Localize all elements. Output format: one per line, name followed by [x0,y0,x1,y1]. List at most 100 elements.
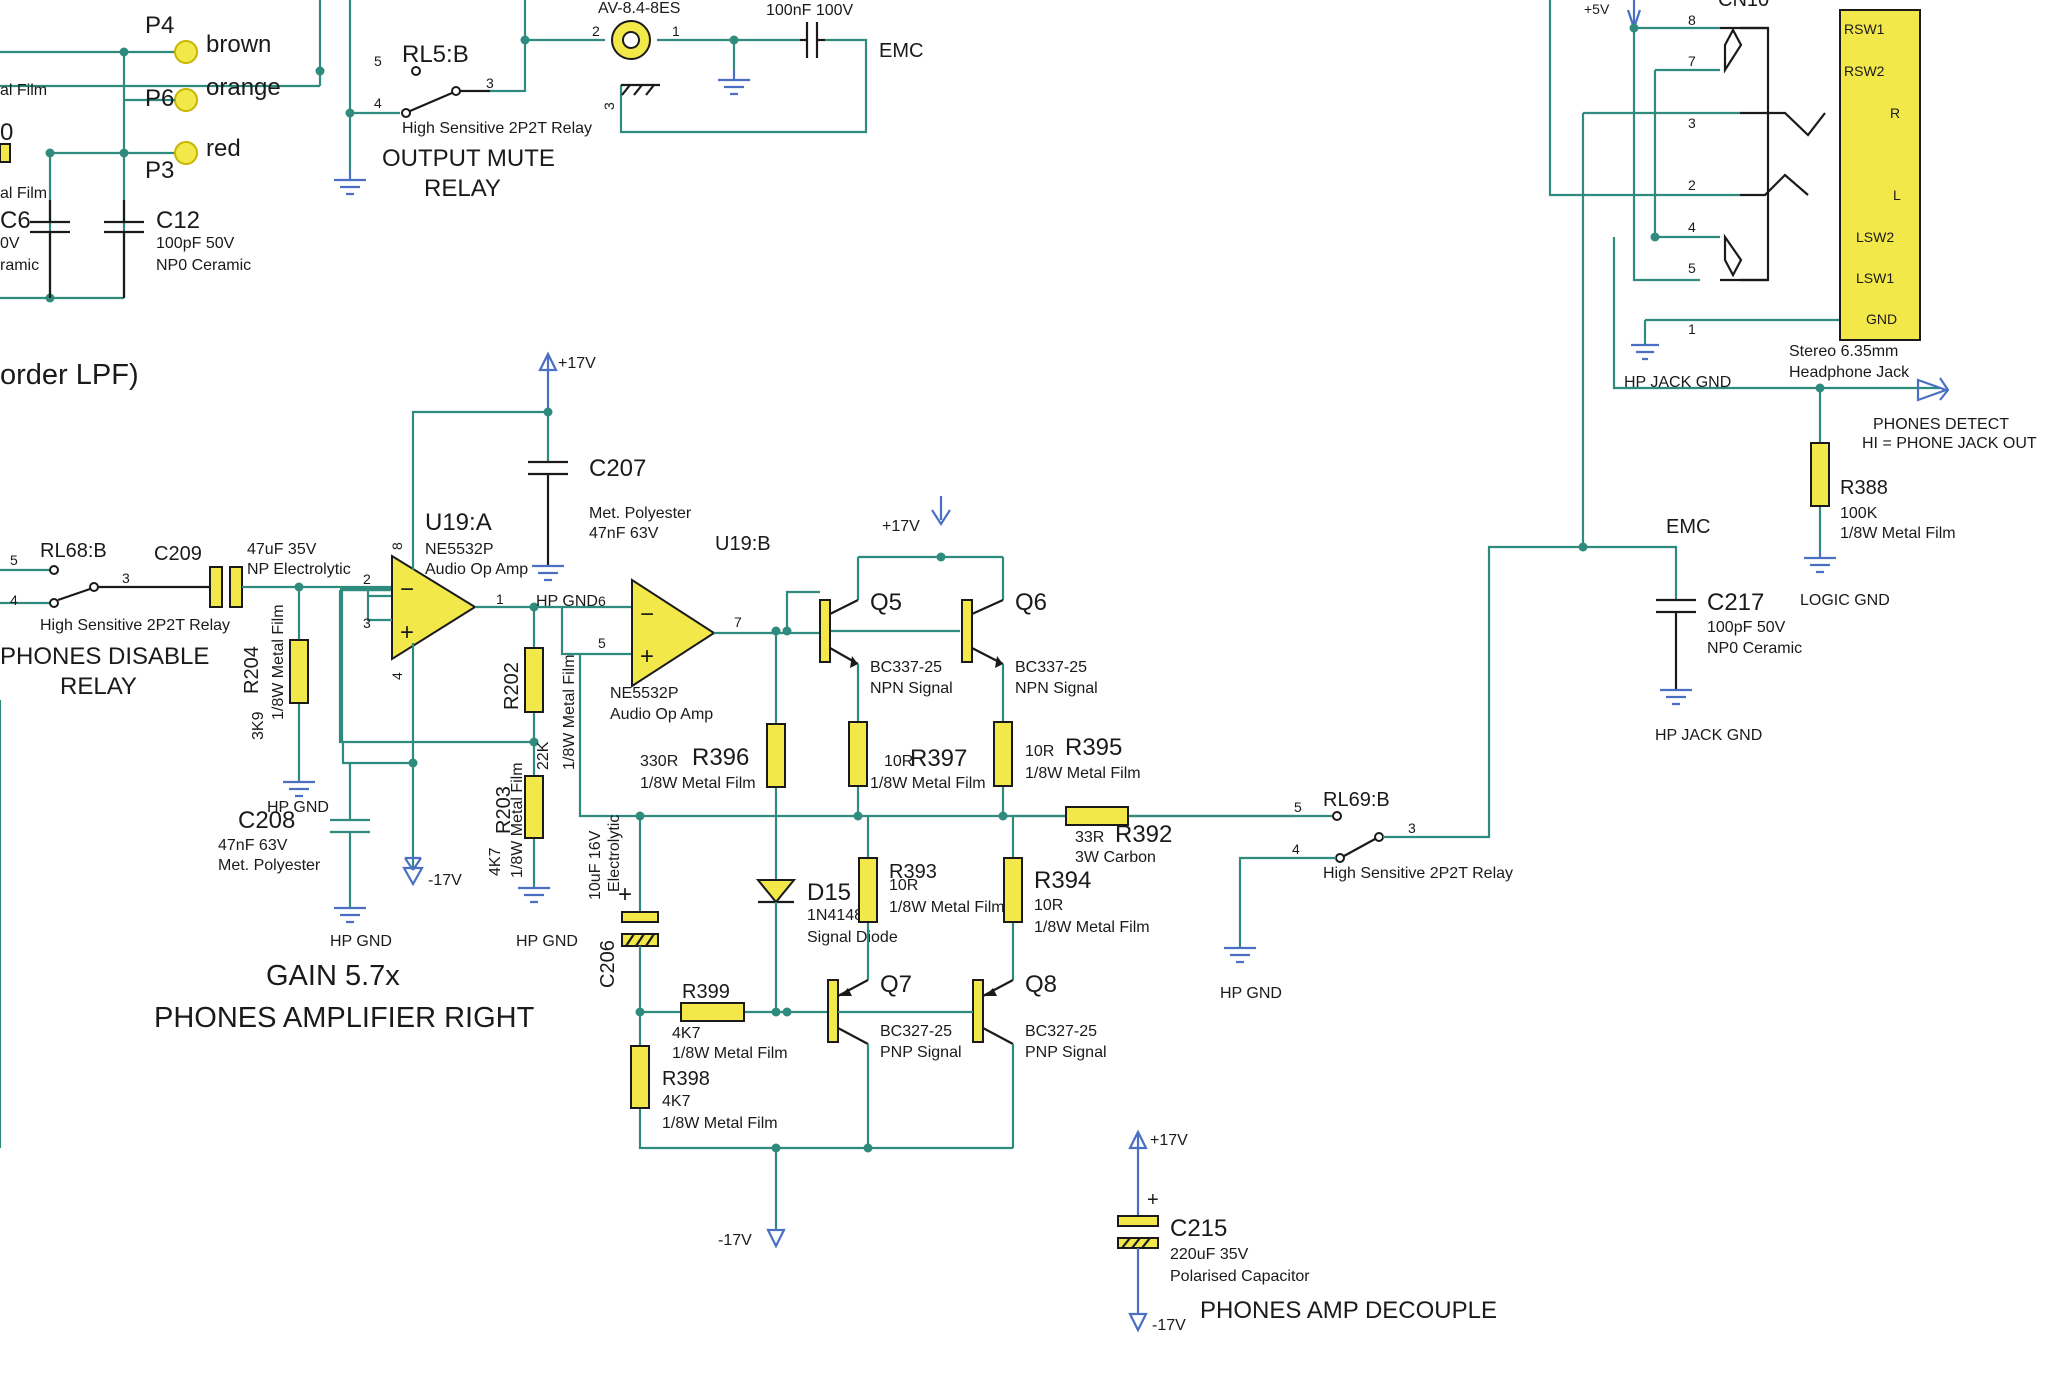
jack-pin8: 8 [1688,12,1696,28]
rail-minus17: -17V [718,1232,752,1249]
c207-ref: C207 [589,455,646,482]
q5-type: NPN Signal [870,680,953,697]
rl68-ref: RL68:B [40,540,107,562]
c209-type: NP Electrolytic [247,561,351,578]
c206-type: Electrolytic [606,815,623,892]
q8-type: PNP Signal [1025,1044,1107,1061]
c6-ref: C6 [0,207,31,234]
r395-type: 1/8W Metal Film [1025,765,1141,782]
q7-q8: R393 10R 1/8W Metal Film R394 10R 1/8W M… [827,816,1150,1148]
c215-val: 220uF 35V [1170,1246,1249,1263]
u19a-type: Audio Op Amp [425,561,528,578]
u19a: − + U19:A NE5532P Audio Op Amp 2 3 1 8 4… [338,351,596,889]
r388: R388 100K 1/8W Metal Film LOGIC GND [1800,383,1956,609]
jack-rsw2: RSW2 [1844,63,1885,79]
c215-title: PHONES AMP DECOUPLE [1200,1297,1497,1324]
c217-type: NP0 Ceramic [1707,640,1802,657]
r204-type: 1/8W Metal Film [270,604,287,720]
u19a-plus: + [400,619,414,646]
jack-pin4: 4 [1688,219,1696,235]
jack-pin2: 2 [1688,177,1696,193]
jack-pin5: 5 [1688,260,1696,276]
c209-val: 47uF 35V [247,541,317,558]
u19b-pin5: 5 [598,635,606,651]
q8-part: BC327-25 [1025,1023,1097,1040]
c217: EMC C217 100pF 50V NP0 Ceramic HP JACK G… [1578,516,1802,744]
red-label: red [206,135,241,162]
c208-gnd: HP GND [330,933,392,950]
r388-type: 1/8W Metal Film [1840,525,1956,542]
orange-label: orange [206,74,281,101]
c217-gnd: HP JACK GND [1655,727,1762,744]
brown-label: brown [206,31,271,58]
u19a-plus17: +17V [558,355,596,372]
q7-part: BC327-25 [880,1023,952,1040]
u19a-part: NE5532P [425,541,494,558]
q8-ref: Q8 [1025,971,1057,998]
c12-value: 100pF 50V [156,235,235,252]
q6-type: NPN Signal [1015,680,1098,697]
u19a-minus17: -17V [428,872,462,889]
r202-r203: R202 22K 1/8W Metal Film R203 4K7 1/8W M… [487,607,578,950]
u19b-type: Audio Op Amp [610,706,713,723]
r392-rl69: 33R R392 3W Carbon RL69:B 5 4 3 High Sen… [1013,545,1583,1002]
r394-type: 1/8W Metal Film [1034,919,1150,936]
u19a-pin1: 1 [496,591,504,607]
top-left-section: P4 brown P6 orange P3 red al Film al Fil… [0,0,325,303]
av-pin3: 3 [601,102,617,110]
film-label-2: al Film [0,185,47,202]
c217-emc: EMC [1666,516,1710,538]
phones-detect-1: PHONES DETECT [1873,416,2009,433]
c206-val: 10uF 16V [587,830,604,900]
jack-gnd: GND [1866,311,1897,327]
rl68-pin5: 5 [10,552,18,568]
u19a-pin3: 3 [363,615,371,631]
c12-ref: C12 [156,207,200,234]
r204-val: 3K9 [250,711,267,740]
c215: + +17V C215 220uF 35V Polarised Capacito… [1117,1129,1497,1334]
jack-plus5v: +5V [1584,1,1610,17]
u19a-pin2: 2 [363,571,371,587]
c208-type: Met. Polyester [218,857,321,874]
c217-val: 100pF 50V [1707,619,1786,636]
r204-gnd: HP GND [267,799,329,816]
jack-pin3: 3 [1688,115,1696,131]
r397-ref: R397 [910,745,967,772]
r393-val: 10R [889,877,918,894]
jack-name-2: Headphone Jack [1789,364,1910,381]
c206-plus: + [618,881,632,908]
u19b-plus: + [640,643,654,670]
c215-type: Polarised Capacitor [1170,1268,1310,1285]
r204: R204 3K9 1/8W Metal Film HP GND [241,587,329,816]
c6-type: ramic [0,257,39,274]
c207-type: Met. Polyester [589,505,692,522]
disable-title-2: RELAY [60,673,137,700]
c217-ref: C217 [1707,589,1764,616]
r388-val: 100K [1840,505,1878,522]
rl69-pin3: 3 [1408,820,1416,836]
jack-pin7: 7 [1688,53,1696,69]
r396-d15: 330R R396 1/8W Metal Film D15 1N4148 Sig… [640,631,898,1017]
c207-gnd: HP GND [536,593,598,610]
rl69-pin5: 5 [1294,799,1302,815]
zero-label: 0 [0,119,13,146]
r399-r398: R399 4K7 1/8W Metal Film R398 4K7 1/8W M… [630,981,1013,1249]
u19a-pin8: 8 [389,542,405,550]
r397-type: 1/8W Metal Film [870,775,986,792]
q6-ref: Q6 [1015,589,1047,616]
r399-type: 1/8W Metal Film [672,1045,788,1062]
phones-disable-relay: RL68:B 5 4 3 High Sensitive 2P2T Relay P… [0,540,230,1148]
jack-pin1: 1 [1688,321,1696,337]
c6-value: 0V [0,235,20,252]
av-emc: EMC [879,40,923,62]
r399-ref: R399 [682,981,730,1003]
film-label-1: al Film [0,82,47,99]
gain-title: GAIN 5.7x [266,960,400,992]
r202-val: 22K [535,741,552,770]
c208: C208 47nF 63V Met. Polyester HP GND [218,763,392,950]
lpf-title: order LPF) [0,359,139,391]
rl5-pin4: 4 [374,95,382,111]
r395-ref: R395 [1065,734,1122,761]
av-jack-ref: AV-8.4-8ES [598,0,680,17]
